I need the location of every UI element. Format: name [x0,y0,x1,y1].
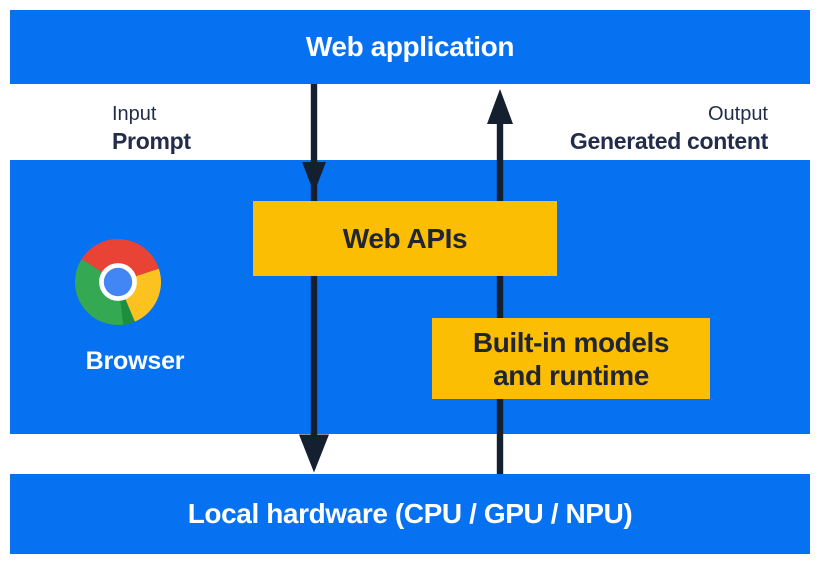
input-label-group: Input Prompt [112,101,191,156]
local-hardware-label: Local hardware (CPU / GPU / NPU) [187,498,633,529]
builtin-models-line2: and runtime [493,359,649,391]
output-label-group: Output Generated content [570,101,768,156]
web-apis-label: Web APIs [342,222,468,254]
chrome-logo-shapes [75,239,161,325]
web-application-label: Web application [305,31,515,62]
browser-label: Browser [85,347,185,375]
input-value: Prompt [112,128,191,154]
builtin-models-box: Built-in models and runtime [432,318,710,399]
web-application-bar: Web application [10,10,810,84]
builtin-models-line1: Built-in models [472,326,670,358]
output-value: Generated content [569,128,768,154]
local-hardware-bar: Local hardware (CPU / GPU / NPU) [10,474,810,554]
output-caption: Output [707,103,768,125]
web-apis-box: Web APIs [253,201,557,276]
input-caption: Input [112,103,157,125]
chrome-icon [75,239,161,325]
